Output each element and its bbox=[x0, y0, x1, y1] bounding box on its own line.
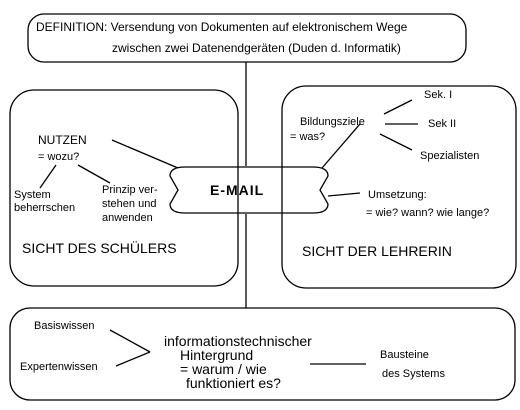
umsetzung-line-1: Umsetzung: bbox=[368, 189, 427, 201]
info-line-4: funktioniert es? bbox=[186, 375, 281, 391]
bausteine-line-1: Bausteine bbox=[380, 349, 429, 361]
definition-line-1: DEFINITION: Versendung von Dokumenten au… bbox=[36, 20, 408, 34]
basiswissen-label: Basiswissen bbox=[34, 320, 95, 332]
was-label: = was? bbox=[290, 131, 326, 143]
connector-expertenwissen bbox=[115, 351, 151, 367]
connector-wozu-system bbox=[39, 164, 57, 189]
prinzip-line-2: stehen und bbox=[102, 198, 157, 210]
bausteine-line-2: des Systems bbox=[382, 368, 445, 380]
connector-nutzen-center bbox=[111, 139, 179, 169]
wozu-label: = wozu? bbox=[38, 151, 80, 163]
connector-center-umsetzung bbox=[327, 192, 361, 197]
info-line-2: Hintergrund bbox=[180, 347, 254, 363]
teacher-title: SICHT DER LEHRERIN bbox=[302, 243, 452, 259]
expertenwissen-label: Expertenwissen bbox=[20, 361, 98, 373]
sek2-label: Sek II bbox=[428, 118, 457, 130]
definition-line-2: zwischen zwei Datenendgeräten (Duden d. … bbox=[112, 41, 401, 55]
connector-basiswissen bbox=[109, 329, 151, 353]
prinzip-line-3: anwenden bbox=[102, 212, 153, 224]
connector-wozu-prinzip bbox=[77, 164, 111, 184]
bottom-box bbox=[9, 307, 516, 401]
connector-bildungsziele-sek1 bbox=[383, 99, 413, 115]
teacher-box bbox=[281, 85, 517, 289]
email-label: E-MAIL bbox=[210, 182, 265, 198]
system-line-2: beherrschen bbox=[14, 202, 76, 214]
spezialisten-label: Spezialisten bbox=[420, 150, 480, 162]
bildungsziele-label: Bildungsziele bbox=[300, 116, 365, 128]
connector-center-bildungsziele bbox=[321, 123, 361, 169]
system-line-1: System bbox=[14, 189, 51, 201]
connector-bildungsziele-spezialisten bbox=[379, 133, 413, 151]
email-shape bbox=[169, 166, 329, 214]
student-title: SICHT DES SCHÜLERS bbox=[22, 240, 177, 256]
sek1-label: Sek. I bbox=[424, 89, 453, 101]
info-line-3: = warum / wie bbox=[180, 361, 267, 377]
student-box bbox=[9, 89, 239, 287]
definition-box bbox=[27, 13, 467, 63]
umsetzung-line-2: = wie? wann? wie lange? bbox=[366, 207, 490, 219]
nutzen-label: NUTZEN bbox=[38, 133, 87, 147]
prinzip-line-1: Prinzip ver- bbox=[102, 184, 158, 196]
info-line-1: informationstechnischer bbox=[164, 333, 312, 349]
